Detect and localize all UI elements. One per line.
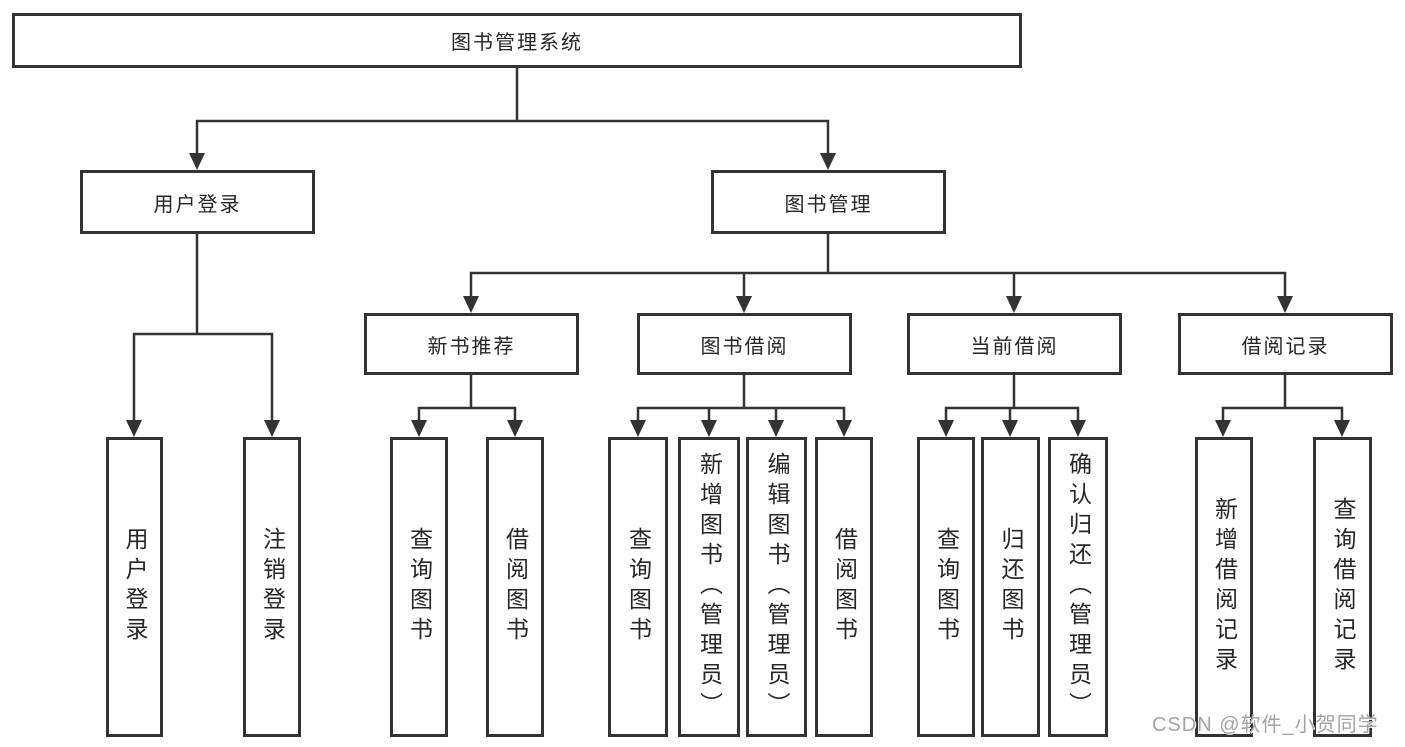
arrow-down-icon (701, 420, 717, 437)
leaf-current-return-books: 归还图书 (981, 437, 1040, 737)
leaf-label: 查询图书 (625, 527, 652, 647)
arrow-down-icon (768, 420, 784, 437)
node-label: 新书推荐 (427, 335, 516, 358)
leaf-label: 查询图书 (933, 527, 960, 647)
arrow-down-icon (264, 420, 280, 437)
leaf-label: 归还图书 (998, 527, 1024, 647)
leaf-user-logout: 注销登录 (243, 437, 301, 737)
node-user-login: 用户登录 (80, 170, 315, 234)
node-label: 图书管理 (784, 193, 873, 216)
arrow-down-icon (1277, 296, 1293, 313)
arrow-down-icon (463, 296, 479, 313)
leaf-current-query-books: 查询图书 (917, 437, 975, 737)
leaf-newrec-query-books: 查询图书 (390, 437, 448, 737)
arrowheads (126, 153, 1350, 437)
arrow-down-icon (507, 420, 523, 437)
node-label: 借阅记录 (1241, 335, 1330, 358)
arrow-down-icon (938, 420, 954, 437)
leaf-label: 编辑图书（管理员） (764, 452, 790, 722)
arrow-down-icon (1334, 420, 1350, 437)
node-borrowing-records: 借阅记录 (1178, 313, 1393, 375)
arrow-down-icon (189, 153, 205, 170)
arrow-down-icon (1002, 420, 1018, 437)
node-label: 图书借阅 (700, 335, 789, 358)
leaf-newrec-borrow-books: 借阅图书 (486, 437, 544, 737)
leaf-label: 借阅图书 (831, 527, 858, 647)
csdn-watermark: CSDN @软件_小贺同学 (1152, 714, 1379, 736)
node-label: 用户登录 (153, 193, 242, 216)
arrow-down-icon (411, 420, 427, 437)
arrow-down-icon (736, 296, 752, 313)
node-book-management: 图书管理 (711, 170, 946, 234)
arrow-down-icon (836, 420, 852, 437)
leaf-label: 新增借阅记录 (1211, 497, 1238, 677)
node-book-borrowing: 图书借阅 (637, 313, 852, 375)
leaf-label: 用户登录 (122, 527, 148, 647)
node-label: 当前借阅 (970, 335, 1059, 358)
node-label: 图书管理系统 (451, 32, 583, 54)
arrow-down-icon (820, 153, 836, 170)
leaf-current-confirm-return-admin: 确认归还（管理员） (1048, 437, 1108, 737)
arrow-down-icon (1215, 420, 1231, 437)
leaf-records-add-record: 新增借阅记录 (1195, 437, 1253, 737)
leaf-label: 借阅图书 (502, 527, 529, 647)
node-library-management-system: 图书管理系统 (12, 13, 1022, 68)
leaf-borrow-query-books: 查询图书 (608, 437, 668, 737)
leaf-borrow-edit-books-admin: 编辑图书（管理员） (746, 437, 807, 737)
arrow-down-icon (1006, 296, 1022, 313)
arrow-down-icon (1070, 420, 1086, 437)
leaf-label: 查询图书 (406, 527, 433, 647)
arrow-down-icon (630, 420, 646, 437)
leaf-user-login: 用户登录 (106, 437, 163, 737)
leaf-label: 查询借阅记录 (1330, 497, 1356, 677)
leaf-borrow-borrow-books: 借阅图书 (815, 437, 873, 737)
leaf-label: 注销登录 (259, 527, 286, 647)
leaf-borrow-add-books-admin: 新增图书（管理员） (678, 437, 740, 737)
arrow-down-icon (126, 420, 142, 437)
node-new-book-recommend: 新书推荐 (364, 313, 579, 375)
leaf-records-query-record: 查询借阅记录 (1313, 437, 1372, 737)
connector-path (132, 66, 1344, 423)
leaf-label: 新增图书（管理员） (696, 452, 723, 722)
node-current-borrowing: 当前借阅 (907, 313, 1122, 375)
leaf-label: 确认归还（管理员） (1065, 452, 1092, 722)
